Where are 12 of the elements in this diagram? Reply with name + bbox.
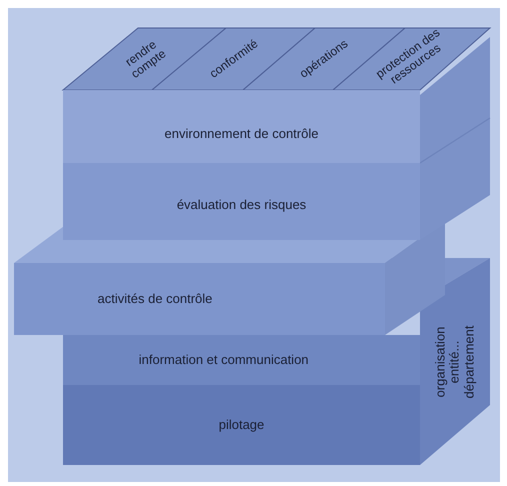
layer-face [63, 90, 420, 163]
face-label: organisation entité... département [434, 324, 476, 400]
face-label: évaluation des risques [176, 198, 306, 212]
layer-face [63, 335, 420, 385]
slab-front-face [14, 263, 385, 335]
face-label: activités de contrôle [98, 292, 212, 306]
face-label: environnement de contrôle [164, 126, 318, 141]
side-face [420, 258, 490, 465]
face-label: information et communication [138, 352, 309, 368]
face-label: pilotage [218, 418, 264, 432]
layer-face [63, 385, 420, 465]
layer-face [63, 163, 420, 240]
